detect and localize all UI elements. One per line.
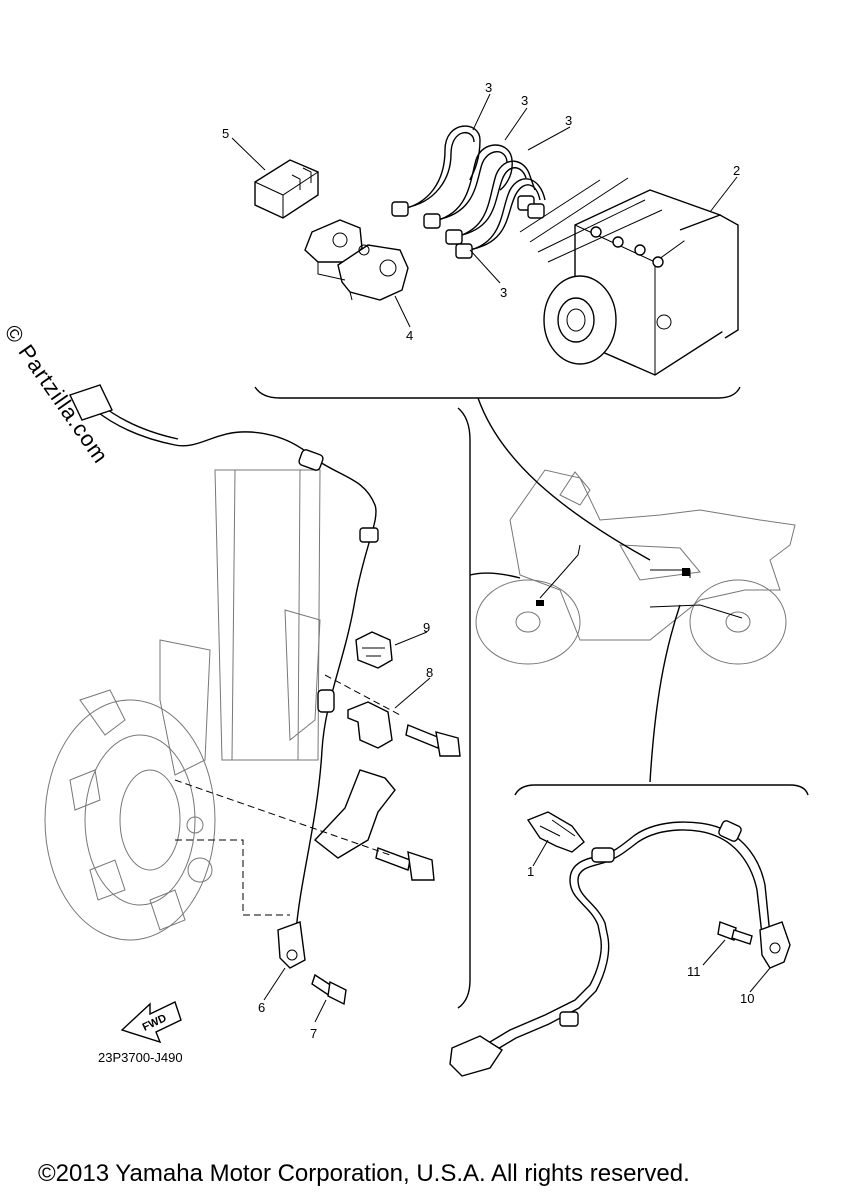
callout-labels: 5 3 3 3 2 3 4 9 8 6 7 1 11 10 [222,80,754,1041]
wheel-sensor-part-6 [277,921,306,969]
bracket-part-8 [347,701,393,749]
diagram-code: 23P3700-J490 [98,1050,183,1065]
front-sensor-assembly [44,384,461,1023]
clamp-part-1 [526,811,585,853]
abs-assembly [231,93,741,399]
callout-10: 10 [740,991,754,1006]
callout-9: 9 [423,620,430,635]
callout-3d: 3 [500,285,507,300]
motorcycle-overview [475,397,796,783]
bolt-part-11 [717,921,753,945]
rear-sensor-detail [449,784,809,1077]
callout-11: 11 [687,964,701,979]
fwd-arrow-icon: FWD [120,1001,182,1044]
callout-7: 7 [310,1026,317,1041]
copyright-notice: ©2013 Yamaha Motor Corporation, U.S.A. A… [38,1160,690,1187]
brake-joint-part-4 [304,219,409,301]
brake-pipes-part-3 [391,125,546,259]
callout-5: 5 [222,126,229,141]
callout-3b: 3 [521,93,528,108]
hydraulic-unit-part-2 [519,177,739,376]
callout-2: 2 [733,163,740,178]
callout-4: 4 [406,328,413,343]
rear-sensor-part-10 [759,921,791,969]
callout-6: 6 [258,1000,265,1015]
bolt-fork [405,724,461,757]
callout-3a: 3 [485,80,492,95]
callout-8: 8 [426,665,433,680]
bolt-part-7 [311,973,347,1006]
callout-1: 1 [527,864,534,879]
coupler-part-5 [254,159,319,219]
divider-bracket [457,407,471,1009]
callout-3c: 3 [565,113,572,128]
clamp-part-9 [355,631,393,669]
